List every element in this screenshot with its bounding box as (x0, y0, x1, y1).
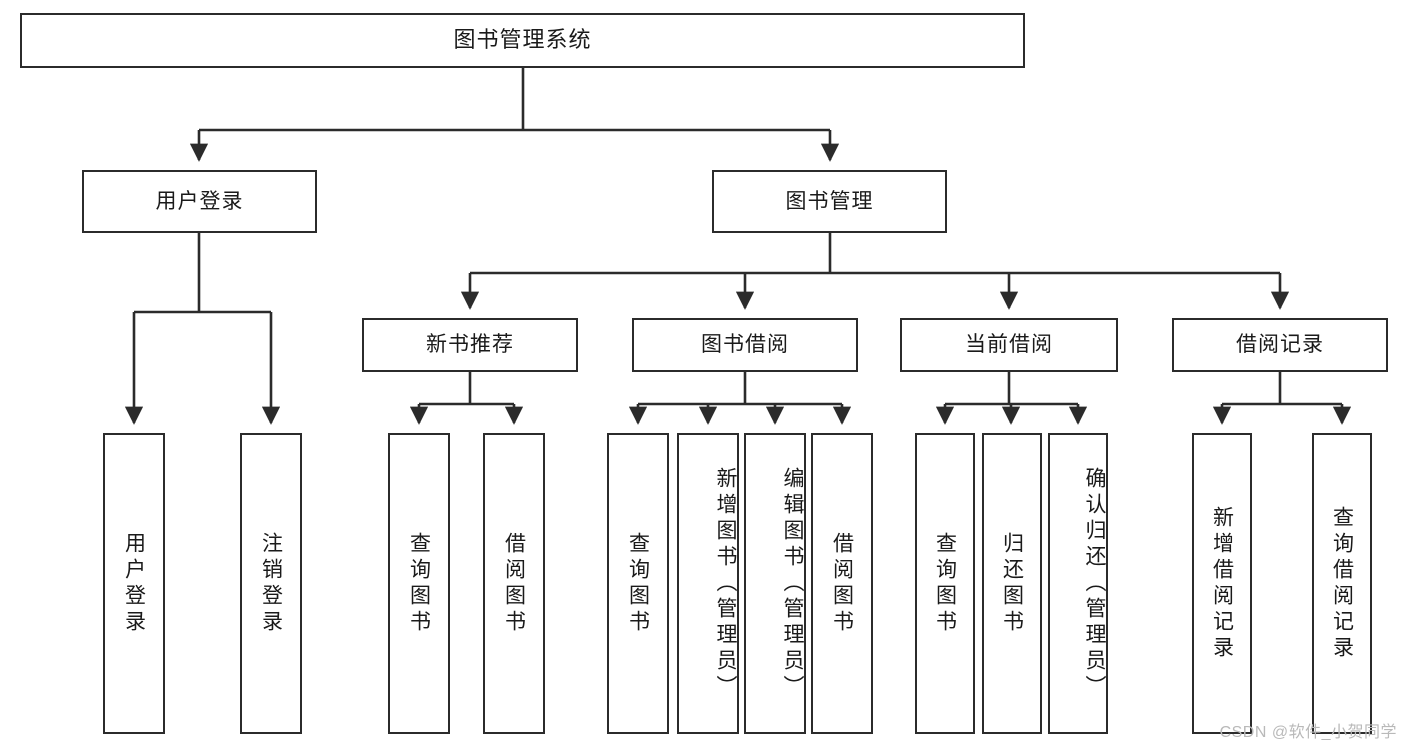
node-root[interactable]: 图书管理系统 (20, 13, 1025, 68)
leaf-record-query[interactable]: 查询借阅记录 (1312, 433, 1372, 734)
leaf-user-logout[interactable]: 注销登录 (240, 433, 302, 734)
node-user-login[interactable]: 用户登录 (82, 170, 317, 233)
leaf-recommend-borrow-book[interactable]: 借阅图书 (483, 433, 545, 734)
leaf-borrow-query-book[interactable]: 查询图书 (607, 433, 669, 734)
leaf-borrow-edit-book[interactable]: 编辑图书（管理员） (744, 433, 806, 734)
node-current-borrow[interactable]: 当前借阅 (900, 318, 1118, 372)
leaf-user-login[interactable]: 用户登录 (103, 433, 165, 734)
leaf-borrow-borrow-book[interactable]: 借阅图书 (811, 433, 873, 734)
leaf-record-add[interactable]: 新增借阅记录 (1192, 433, 1252, 734)
node-book-borrow[interactable]: 图书借阅 (632, 318, 858, 372)
node-book-management[interactable]: 图书管理 (712, 170, 947, 233)
leaf-current-return-book[interactable]: 归还图书 (982, 433, 1042, 734)
leaf-borrow-add-book[interactable]: 新增图书（管理员） (677, 433, 739, 734)
leaf-current-query-book[interactable]: 查询图书 (915, 433, 975, 734)
leaf-current-confirm-return[interactable]: 确认归还（管理员） (1048, 433, 1108, 734)
node-borrow-record[interactable]: 借阅记录 (1172, 318, 1388, 372)
csdn-watermark: CSDN @软件_小贺同学 (1219, 724, 1397, 741)
node-new-book-recommend[interactable]: 新书推荐 (362, 318, 578, 372)
leaf-recommend-query-book[interactable]: 查询图书 (388, 433, 450, 734)
